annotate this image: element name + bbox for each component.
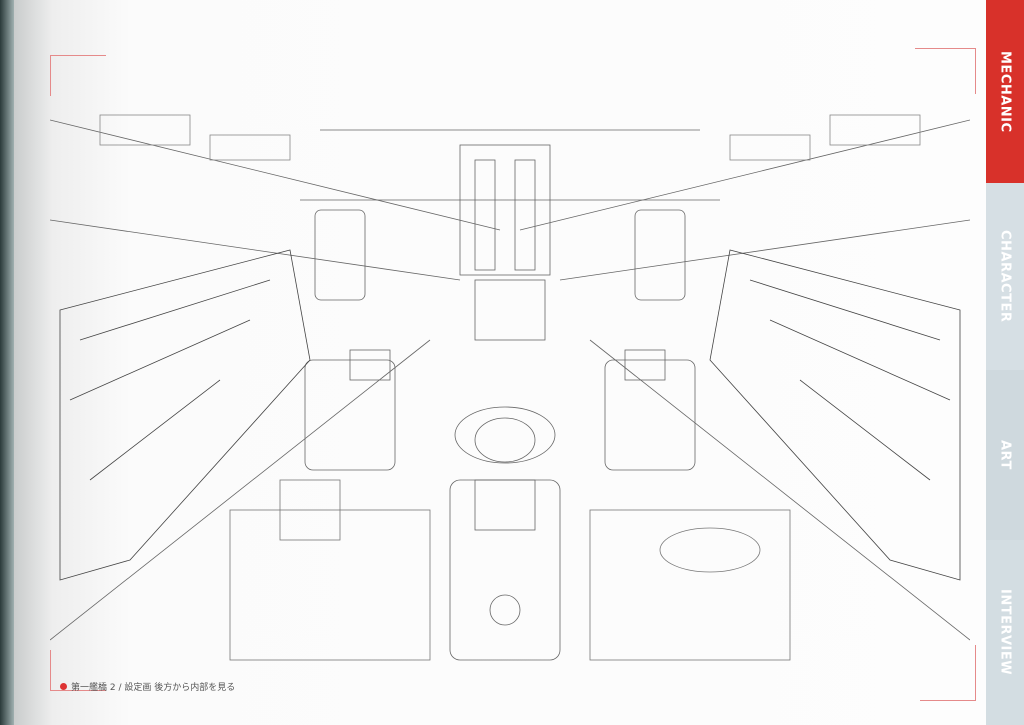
perspective-lines [50,119,970,641]
console-right [709,249,961,581]
console-left [59,249,311,581]
central-column [459,144,551,276]
seat-left [304,349,396,471]
caption-text: 第一艦橋 2 / 設定画 後方から内部を見る [71,683,236,693]
tab-interview-label: INTERVIEW [997,589,1013,676]
corner-mark-top-left [50,55,106,96]
tab-interview[interactable]: INTERVIEW [986,540,1024,725]
seat-right [604,349,696,471]
tab-character[interactable]: CHARACTER [986,183,1024,370]
book-page [14,0,986,725]
corner-mark-bottom-left [50,650,106,691]
door-right [634,209,686,301]
bridge-illustration [50,114,970,661]
center-dome [454,406,556,464]
tab-mechanic-label: MECHANIC [997,50,1013,133]
section-tabs: MECHANIC CHARACTER ART INTERVIEW [986,0,1024,725]
tab-mechanic[interactable]: MECHANIC [986,0,1024,183]
tab-character-label: CHARACTER [997,230,1013,323]
ceiling-panels [99,114,921,161]
corner-mark-top-right [915,48,976,94]
foreground-consoles [229,479,791,661]
captain-seat [474,279,546,341]
front-seat [449,479,561,661]
door-left [314,209,366,301]
tab-art[interactable]: ART [986,370,1024,540]
tab-art-label: ART [997,440,1013,470]
corner-mark-bottom-right [920,645,976,701]
figure-caption: 第一艦橋 2 / 設定画 後方から内部を見る [60,680,235,693]
bullet-icon [60,683,67,690]
